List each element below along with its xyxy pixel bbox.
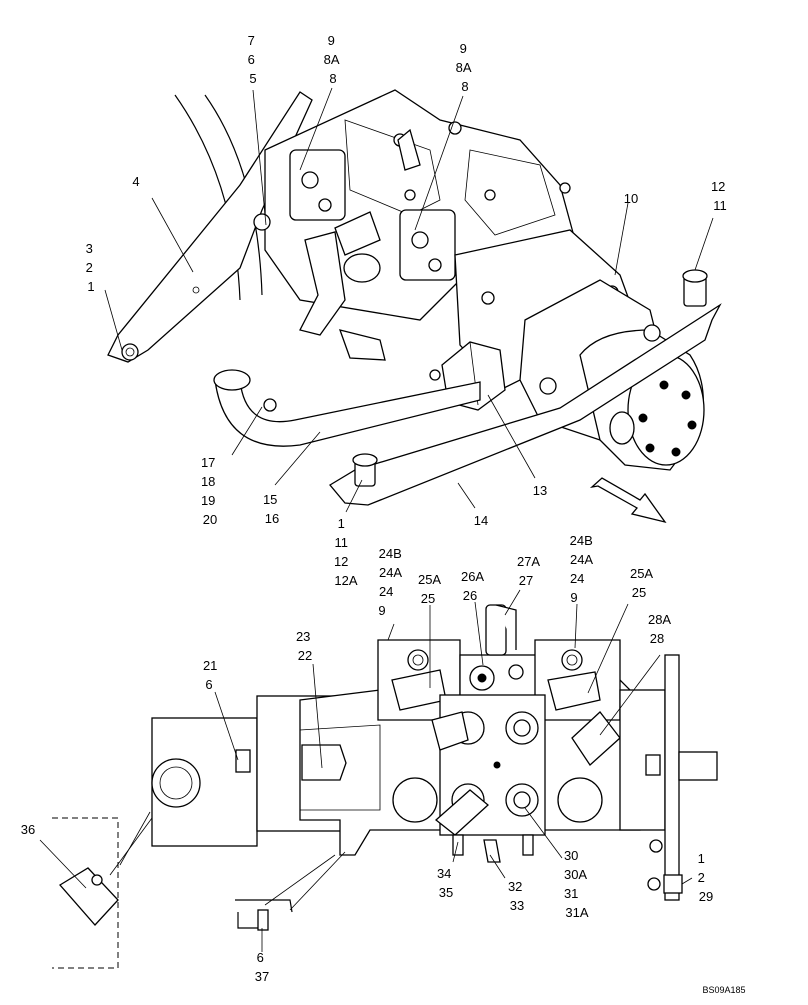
callout-25a-25-right: 25A 25 [630,566,656,600]
callout-28a-28: 28A 28 [648,612,674,646]
fitting-plug [334,211,381,283]
callout-10: 10 [624,191,638,206]
control-valve-left [289,149,346,221]
callout-6-37: 6 37 [255,950,269,984]
drive-shaft-end [619,654,718,901]
elbow-fitting-detail-36 [52,817,119,969]
callout-7-6-5: 7 6 5 [248,33,259,86]
callout-4: 4 [132,174,139,189]
lower-side-view [52,604,718,969]
reference-code: BS09A185 [702,985,745,995]
valve-bracket [299,231,346,336]
bolt-lower-right [682,269,708,307]
upper-assembly-view [107,89,722,524]
center-valve-block [459,604,541,706]
valve-block-right [534,639,621,766]
suction-hose [213,369,481,447]
callout-1-2-29: 1 2 29 [698,851,714,904]
lower-support-bracket [329,303,722,506]
callout-26a-26: 26A 26 [461,569,487,603]
callout-23-22: 23 22 [296,629,314,663]
engine-housing-outline [151,717,258,847]
leader-lines [39,87,714,952]
callout-25a-25-left: 25A 25 [418,572,444,606]
manifold-block [431,694,546,836]
callout-17-20: 17 18 19 20 [201,455,219,527]
callout-1-11-12-12a: 1 11 12 12A [334,516,358,588]
callout-32-33: 32 33 [508,879,526,913]
callout-14: 14 [474,513,488,528]
direction-arrow [589,477,667,524]
bolt-lower-left [352,453,378,487]
callout-labels: 7 6 5 9 8A 8 9 8A 8 4 3 2 1 10 12 11 [21,33,746,995]
callout-24b-24a-24-9-right: 24B 24A 24 9 [570,533,597,605]
callout-21-6: 21 6 [203,658,221,692]
callout-9-8a-8-right: 9 8A 8 [456,41,475,94]
callout-36: 36 [21,822,35,837]
bracket-detail-6-37 [235,899,293,931]
callout-30-30a-31-31a: 30 30A 31 31A [564,848,590,920]
callout-15-16: 15 16 [263,492,281,526]
gear-pump-10 [519,279,705,471]
callout-13: 13 [533,483,547,498]
bolt-3-2-1 [121,343,139,361]
callout-3-2-1: 3 2 1 [86,241,97,294]
control-valve-right [399,209,456,281]
callout-12-11: 12 11 [711,179,729,213]
callout-9-8a-8-left: 9 8A 8 [324,33,343,86]
callout-27a-27: 27A 27 [517,554,543,588]
callout-24b-24a-24-9-left: 24B 24A 24 9 [378,546,405,618]
callout-34-35: 34 35 [437,866,455,900]
